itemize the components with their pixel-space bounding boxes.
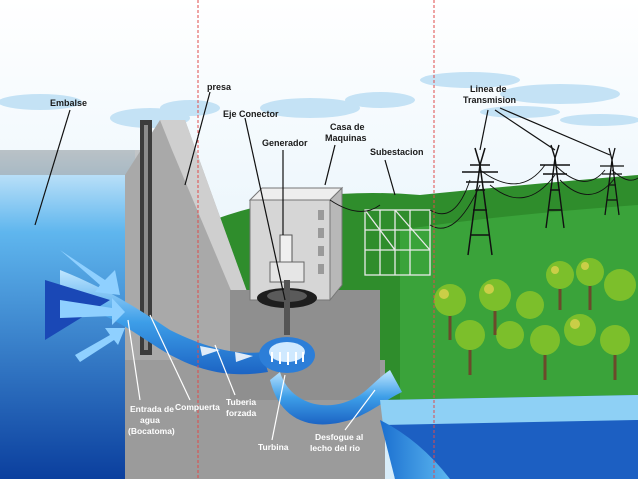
clouds (0, 72, 638, 128)
label-turbina: Turbina (258, 442, 289, 452)
label-tuberia-2: forzada (226, 408, 257, 418)
intake-arrows (45, 250, 125, 362)
leader-lines (34, 91, 611, 301)
label-presa: presa (207, 82, 232, 92)
label-desfogue-1: Desfogue al (315, 432, 363, 442)
penstock-arrows (200, 346, 253, 362)
generator (279, 234, 293, 266)
label-casa-de-maquinas-2: Maquinas (325, 133, 367, 143)
label-casa-de-maquinas-1: Casa de (330, 122, 365, 132)
label-subestacion: Subestacion (370, 147, 424, 157)
transmission-tower-2 (540, 144, 570, 229)
draft-tube (270, 370, 402, 425)
connector-shaft (284, 280, 290, 335)
transmission-tower-3 (600, 147, 624, 216)
label-entrada-2: agua (140, 415, 160, 425)
dam-face (160, 120, 250, 300)
turbine-blades (271, 352, 304, 365)
transmission-wires (329, 164, 638, 229)
label-desfogue-2: lecho del rio (310, 443, 360, 453)
label-tuberia-1: Tuberia (226, 397, 256, 407)
substation (364, 209, 431, 276)
label-entrada-3: (Bocatoma) (128, 426, 175, 436)
label-linea-1: Linea de (470, 84, 507, 94)
river (380, 395, 638, 425)
label-eje-conector: Eje Conector (223, 109, 279, 119)
trees (434, 258, 636, 380)
label-compuerta: Compuerta (175, 402, 220, 412)
label-generador: Generador (262, 138, 308, 148)
reservoir-surface (0, 150, 140, 175)
label-embalse: Embalse (50, 98, 87, 108)
powerhouse-windows (318, 210, 324, 274)
label-linea-2: Transmision (463, 95, 516, 105)
leader-lines-lower (127, 314, 376, 441)
label-entrada-1: Entrada de (130, 404, 174, 414)
transmission-tower-1 (462, 147, 498, 256)
